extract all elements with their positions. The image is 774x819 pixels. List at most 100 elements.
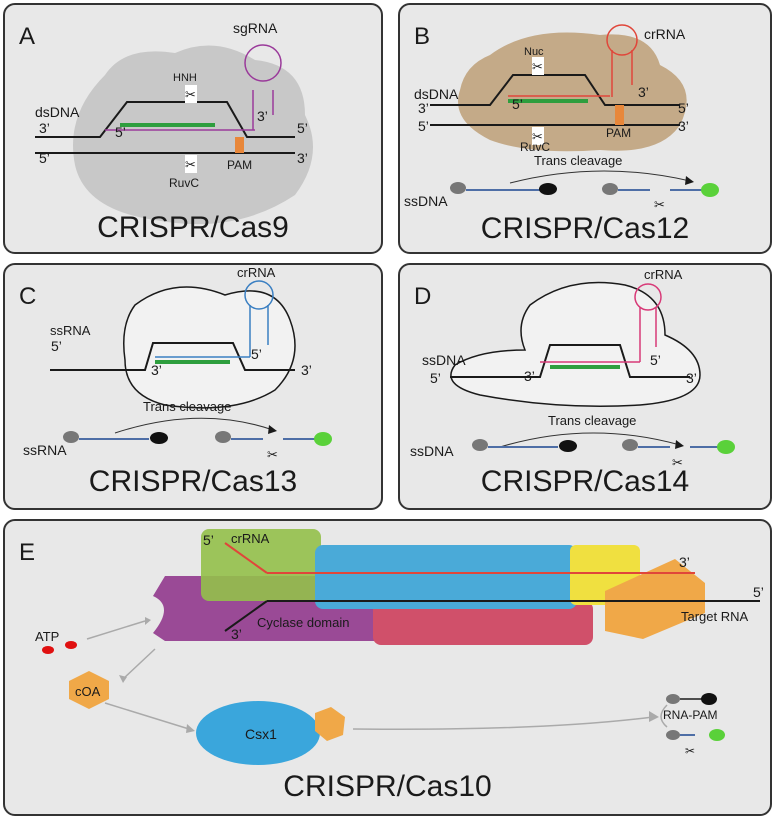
atp-arrow xyxy=(86,620,146,640)
end-label: 5’ xyxy=(430,370,441,386)
end-label: 5’ xyxy=(753,584,764,600)
end-label: 3’ xyxy=(678,118,689,134)
hnh-site xyxy=(185,85,197,103)
arrowhead xyxy=(675,440,684,449)
panel-letter: D xyxy=(414,283,432,310)
panel-letter: C xyxy=(19,283,37,310)
coa-label: cOA xyxy=(75,684,101,699)
panel-b-cas12: B ✂ ✂ crRNA Nuc dsDNA RuvC PAM 3’ 5’ 5’ … xyxy=(398,3,772,254)
scissors-icon: ✂ xyxy=(185,157,196,172)
arrowhead xyxy=(649,711,659,722)
quencher xyxy=(539,183,557,195)
target-rna-3-tail xyxy=(224,600,268,632)
fluorophore xyxy=(602,183,618,195)
end-label: 3’ xyxy=(638,84,649,100)
panel-title: CRISPR/Cas12 xyxy=(480,212,690,245)
fluorophore xyxy=(472,439,488,451)
end-label: 5’ xyxy=(297,120,308,136)
cas12-protein xyxy=(458,32,687,152)
panel-title: CRISPR/Cas10 xyxy=(283,770,492,803)
panel-d-cas14: D crRNA ssDNA 5’ 3’ 3’ 5’ Trans cleavage… xyxy=(398,263,772,510)
quencher xyxy=(559,440,577,452)
atp-molecule xyxy=(42,646,54,654)
pam-label: PAM xyxy=(227,158,252,172)
glowing-fluorophore xyxy=(701,183,719,197)
end-label: 3’ xyxy=(524,368,535,384)
fluorophore xyxy=(666,730,680,740)
panel-e-cas10: E crRNA 5’ 3’ 3’ 5’ Target RNA Cyclase d… xyxy=(3,519,772,816)
end-label: 3’ xyxy=(301,362,312,378)
trans-cleavage-label: Trans cleavage xyxy=(534,153,622,168)
ssdna-label: ssDNA xyxy=(404,193,448,209)
crrna-stem xyxy=(639,307,657,362)
csx1-label: Csx1 xyxy=(245,726,277,742)
coa-arrow xyxy=(122,648,156,680)
pam-mark xyxy=(235,137,244,153)
cas10-diagram: crRNA 5’ 3’ 3’ 5’ Target RNA Cyclase dom… xyxy=(35,529,764,765)
atp-label: ATP xyxy=(35,629,59,644)
trans-cleavage-arrow xyxy=(509,170,691,184)
scissors-icon: ✂ xyxy=(654,197,665,212)
target-rna-label: Target RNA xyxy=(681,609,749,624)
fluorophore xyxy=(450,182,466,194)
end-label: 5’ xyxy=(203,532,214,548)
sgrna-loop xyxy=(244,44,282,82)
fluorophore xyxy=(63,431,79,443)
end-label: 5’ xyxy=(418,118,429,134)
crrna-label: crRNA xyxy=(237,265,276,280)
panel-title: CRISPR/Cas14 xyxy=(480,465,690,498)
crrna-label: crRNA xyxy=(231,531,270,546)
arrowhead xyxy=(186,724,195,733)
end-label: 5’ xyxy=(51,338,62,354)
trans-cleavage-label: Trans cleavage xyxy=(143,399,231,414)
ruvc-label: RuvC xyxy=(520,140,550,154)
end-label: 5’ xyxy=(678,100,689,116)
crrna-label: crRNA xyxy=(644,26,686,42)
fluorophore xyxy=(666,694,680,704)
ssdna-label: ssDNA xyxy=(422,352,466,368)
end-label: 5’ xyxy=(115,124,126,140)
end-label: 3’ xyxy=(151,362,162,378)
dsdna-top-strand xyxy=(35,101,295,138)
arrowhead xyxy=(145,617,151,625)
scissors-icon: ✂ xyxy=(267,447,278,462)
fluorophore xyxy=(622,439,638,451)
crrna-stem xyxy=(611,50,633,97)
cas7-blue-subunit xyxy=(315,545,577,609)
scissors-icon: ✂ xyxy=(185,87,196,102)
end-label: 3’ xyxy=(39,120,50,136)
crrna-label: crRNA xyxy=(644,267,683,282)
cas-orange-subunit xyxy=(605,559,705,639)
crrna-stem xyxy=(249,305,269,357)
rna-pam-label: RNA-PAM xyxy=(663,708,717,722)
cyclase-domain-label: Cyclase domain xyxy=(257,615,350,630)
panel-letter: B xyxy=(414,23,431,50)
scissors-icon: ✂ xyxy=(532,59,543,74)
fluorophore xyxy=(215,431,231,443)
hnh-label: HNH xyxy=(173,72,197,84)
panel-title: CRISPR/Cas9 xyxy=(97,211,289,244)
ssrna-reporter-label: ssRNA xyxy=(23,442,67,458)
trans-cleavage-arrow xyxy=(499,432,681,448)
end-label: 3’ xyxy=(679,554,690,570)
csx1-protein xyxy=(196,701,320,765)
scissors-icon: ✂ xyxy=(672,455,683,470)
glowing-fluorophore xyxy=(717,440,735,454)
panel-c-cas13: C crRNA ssRNA 5’ 3’ 3’ 5’ Trans cleavage… xyxy=(3,263,383,510)
csx1-activation-arrow xyxy=(352,716,654,730)
end-label: 5’ xyxy=(251,346,262,362)
end-label: 5’ xyxy=(650,352,661,368)
cas13-diagram: crRNA ssRNA 5’ 3’ 3’ 5’ Trans cleavage s… xyxy=(23,265,332,462)
coa-molecule xyxy=(69,671,109,709)
end-label: 3’ xyxy=(418,100,429,116)
coa-bound xyxy=(315,707,345,741)
sgrna-label: sgRNA xyxy=(233,20,278,36)
trans-cleavage-label: Trans cleavage xyxy=(548,413,636,428)
end-label: 3’ xyxy=(231,626,242,642)
end-label: 3’ xyxy=(686,370,697,386)
dsdna-label: dsDNA xyxy=(35,104,80,120)
crrna-loop xyxy=(244,280,274,310)
pam-mark xyxy=(615,105,624,125)
arrowhead xyxy=(685,176,694,185)
ssdna-target xyxy=(450,344,690,378)
